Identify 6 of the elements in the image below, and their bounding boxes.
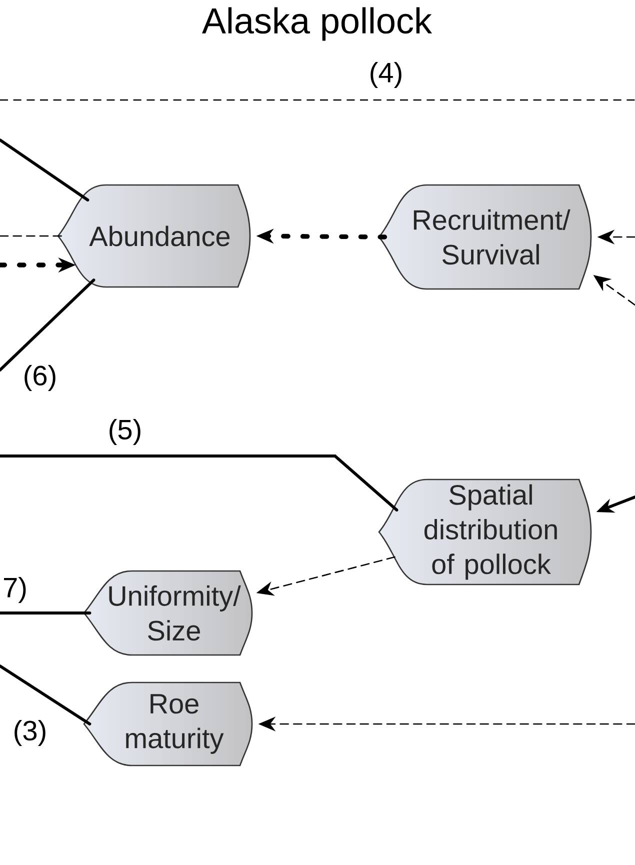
edge-label: 7)	[1, 576, 29, 604]
line-label: (4)	[370, 62, 402, 88]
title: Alaska pollock	[202, 7, 432, 41]
edge-label: (6)	[22, 364, 58, 392]
edge-label: (5)	[106, 418, 144, 446]
edge-label: (3)	[12, 718, 48, 748]
